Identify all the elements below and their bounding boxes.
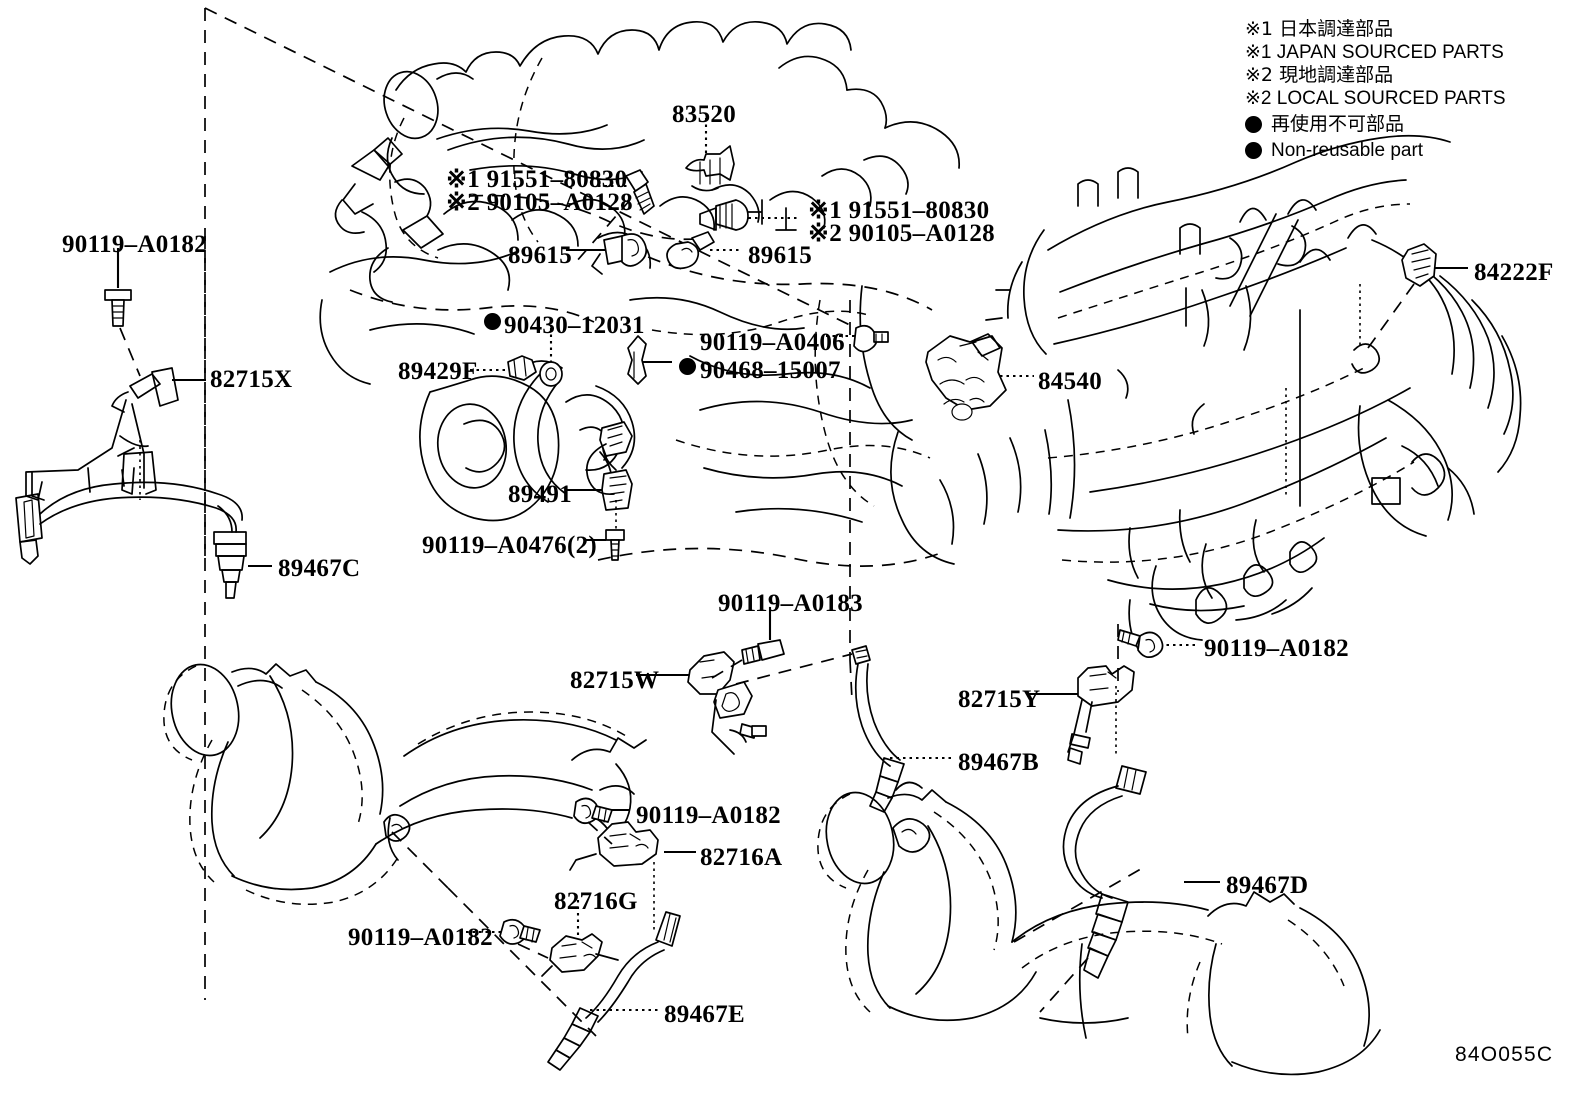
legend-text-jp1-ja: 日本調達部品 [1279,18,1394,40]
legend-text-jp1-en: JAPAN SOURCED PARTS [1276,42,1504,63]
connector-89429f [470,355,537,381]
callout-82715y[interactable]: 82715Y [958,686,1041,713]
callout-89429f[interactable]: 89429F [398,358,478,385]
legend-text-nonreusable-en: Non-reusable part [1271,140,1424,161]
legend-panel: ※1 日本調達部品 ※1 JAPAN SOURCED PARTS ※2 現地調達… [1245,18,1575,162]
bolt-90119-a0406 [826,324,889,353]
callout-89467b[interactable]: 89467B [958,749,1039,776]
legend-marker-jp2-ja: ※2 [1245,64,1274,86]
callout-90119-a0182-right[interactable]: 90119–A0182 [1204,635,1349,662]
bolt-90119-a0182-left [104,248,141,377]
callout-91551-80830-b[interactable]: ※1 91551–80830 [808,197,990,224]
solenoid-84540 [925,333,1034,421]
legend-marker-jp2-en: ※2 [1245,88,1272,109]
oxygen-sensor-89467e [547,911,681,1071]
callout-89467e[interactable]: 89467E [664,1001,745,1028]
legend-row-nonreusable-en: Non-reusable part [1245,139,1575,162]
bolt-90119-a0182-mid [573,797,630,845]
bolt-91551-80830-left [575,169,655,263]
catalytic-converter-right [817,781,1381,1076]
callout-90105-a0128-a[interactable]: ※2 90105–A0128 [446,189,633,216]
legend-row-jp2-en: ※2 LOCAL SOURCED PARTS [1245,87,1575,110]
callout-82716g[interactable]: 82716G [554,888,638,915]
callout-84222f[interactable]: 84222F [1474,259,1554,286]
legend-text-jp2-ja: 現地調達部品 [1279,64,1394,86]
callout-90119-a0476[interactable]: 90119–A0476(2) [422,532,598,559]
non-reusable-dot-90430 [484,313,501,330]
callout-89491[interactable]: 89491 [508,481,572,508]
construction-line-centre-2 [849,659,853,701]
bracket-82715x [25,367,179,501]
callout-89615-right[interactable]: 89615 [748,242,812,269]
bracket-82716g [541,900,619,977]
sensor-89615-right [666,231,742,270]
non-reusable-bullet-icon-en [1245,142,1262,159]
bracket-82715w [636,651,853,755]
diagram-code: 84O055C [1455,1043,1554,1066]
callout-89467c[interactable]: 89467C [278,555,361,582]
oxygen-sensor-89467c [15,440,272,599]
callout-90119-a0406[interactable]: 90119–A0406 [700,329,845,356]
callout-84540[interactable]: 84540 [1038,368,1102,395]
legend-text-nonreusable-ja: 再使用不可部品 [1271,113,1405,135]
part-83520-switch [685,118,735,192]
legend-row-jp1-en: ※1 JAPAN SOURCED PARTS [1245,41,1575,64]
clip-84222f [1351,243,1468,374]
non-reusable-dot-90468 [679,358,696,375]
legend-marker-jp1-ja: ※1 [1245,18,1274,40]
bolt-91551-80830-right [699,199,800,231]
non-reusable-bullet-icon-ja [1245,116,1262,133]
bolt-90119-a0182-right [1117,624,1196,692]
callout-90119-a0183[interactable]: 90119–A0183 [718,590,863,617]
callout-89615-left[interactable]: 89615 [508,242,572,269]
callout-90119-a0182-bottomleft[interactable]: 90119–A0182 [348,924,493,951]
callout-82715w[interactable]: 82715W [570,667,660,694]
legend-marker-jp1-en: ※1 [1245,42,1272,63]
oxygen-sensor-89467d [1039,765,1220,1013]
callout-82715x[interactable]: 82715X [210,366,293,393]
callout-90119-a0182-left[interactable]: 90119–A0182 [62,231,207,258]
oxygen-sensor-89467b [851,645,952,813]
callout-89467d[interactable]: 89467D [1226,872,1309,899]
transmission-assembly-outline [985,134,1522,653]
bracket-82715y [1028,665,1135,765]
callout-91551-80830-a[interactable]: ※1 91551–80830 [446,166,628,193]
callout-90105-a0128-b[interactable]: ※2 90105–A0128 [808,220,995,247]
bracket-82716a [569,821,696,930]
legend-row-jp1-ja: ※1 日本調達部品 [1245,18,1575,41]
callout-82716a[interactable]: 82716A [700,844,783,871]
legend-text-jp2-en: LOCAL SOURCED PARTS [1276,88,1506,109]
callout-83520[interactable]: 83520 [672,101,736,128]
callout-90119-a0182-mid[interactable]: 90119–A0182 [636,802,781,829]
callout-90468-15007[interactable]: 90468–15007 [700,357,841,384]
sensor-89491 [566,421,633,511]
legend-row-jp2-ja: ※2 現地調達部品 [1245,64,1575,87]
clip-90468-15007 [627,335,672,385]
sensor-89615-left [566,233,648,275]
bolt-90119-a0182-bottomleft [466,918,549,959]
bolt-90119-a0476 [584,500,625,561]
catalytic-converter-left [163,663,647,1037]
bolt-90119-a0183 [711,607,785,679]
callout-90430-12031[interactable]: 90430–12031 [504,312,645,339]
gasket-90430-12031 [539,328,563,387]
legend-row-nonreusable-ja: 再使用不可部品 [1245,113,1575,136]
